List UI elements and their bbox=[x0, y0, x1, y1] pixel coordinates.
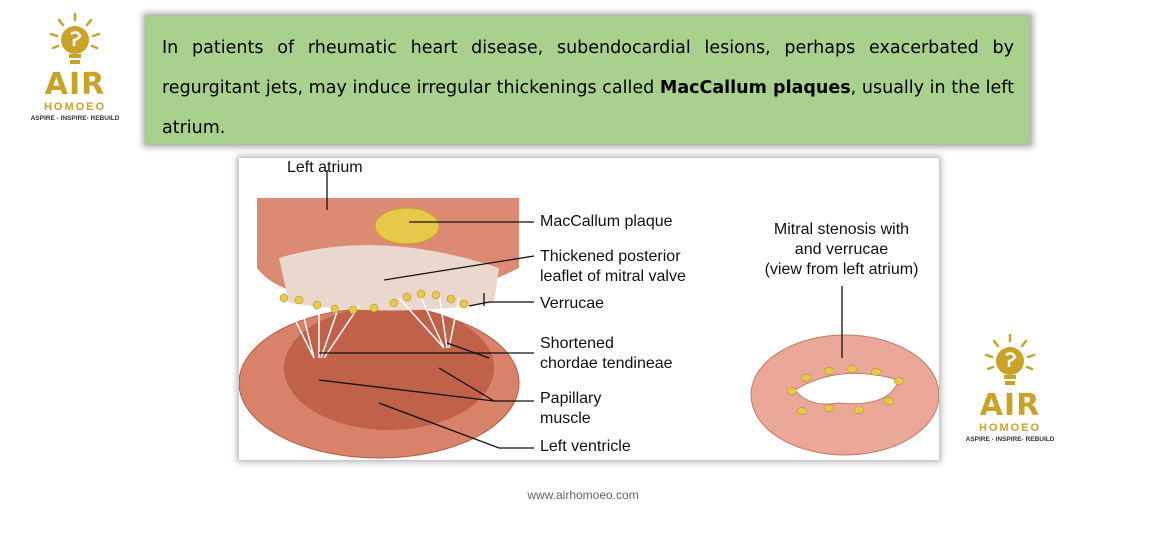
logo-air: AIR bbox=[44, 67, 106, 102]
heart-illustration bbox=[239, 170, 939, 459]
label-chordae: Shortened bbox=[540, 335, 614, 352]
description-text: In patients of rheumatic heart disease, … bbox=[162, 38, 1014, 98]
logo-homoeo: HOMOEO bbox=[978, 422, 1042, 434]
description-text-end: , usually in the left atrium. bbox=[162, 78, 1015, 138]
label-stenosis-line2: and verrucae bbox=[794, 241, 889, 258]
footer-website: www.airhomoeo.com bbox=[527, 488, 639, 502]
logo-top-left: AIR HOMOEO ASPIRE - INSPIRE- REBUILD bbox=[20, 12, 130, 124]
lightbulb-icon bbox=[49, 12, 101, 64]
label-stenosis-line1: Mitral stenosis with bbox=[773, 221, 910, 238]
label-thickened-leaflet-2: leaflet of mitral valve bbox=[540, 268, 686, 285]
description-bold-term: MacCallum plaques bbox=[659, 78, 851, 98]
description-textbox: In patients of rheumatic heart disease, … bbox=[146, 16, 1030, 144]
label-papillary: Papillary bbox=[540, 390, 602, 407]
verrucae-dots bbox=[279, 289, 469, 315]
label-stenosis-line3: (view from left atrium) bbox=[764, 261, 919, 278]
logo-homoeo: HOMOEO bbox=[43, 101, 107, 113]
logo-tagline: ASPIRE - INSPIRE- REBUILD bbox=[965, 436, 1055, 443]
label-left-ventricle: Left ventricle bbox=[540, 438, 631, 455]
ventricle-cavity bbox=[284, 306, 494, 430]
label-maccallum-plaque: MacCallum plaque bbox=[540, 213, 673, 230]
label-verrucae: Verrucae bbox=[540, 295, 605, 312]
stenotic-orifice bbox=[794, 372, 900, 405]
logo-air: AIR bbox=[979, 388, 1041, 423]
label-papillary-2: muscle bbox=[540, 410, 591, 427]
maccallum-plaque bbox=[374, 207, 440, 245]
mitral-valve-figure: Left atrium MacCallum plaque Thickened p… bbox=[239, 158, 939, 460]
valve-leaflet bbox=[279, 245, 499, 311]
label-mitral-stenosis: Mitral stenosis with and verrucae (view … bbox=[739, 220, 944, 280]
logo-tagline: ASPIRE - INSPIRE- REBUILD bbox=[30, 115, 120, 122]
label-chordae-2: chordae tendineae bbox=[540, 355, 673, 372]
logo-bottom-right: AIR HOMOEO ASPIRE - INSPIRE- REBUILD bbox=[955, 333, 1065, 445]
label-thickened-leaflet: Thickened posterior bbox=[540, 248, 681, 265]
lightbulb-icon bbox=[984, 333, 1036, 385]
label-left-atrium: Left atrium bbox=[287, 159, 363, 176]
